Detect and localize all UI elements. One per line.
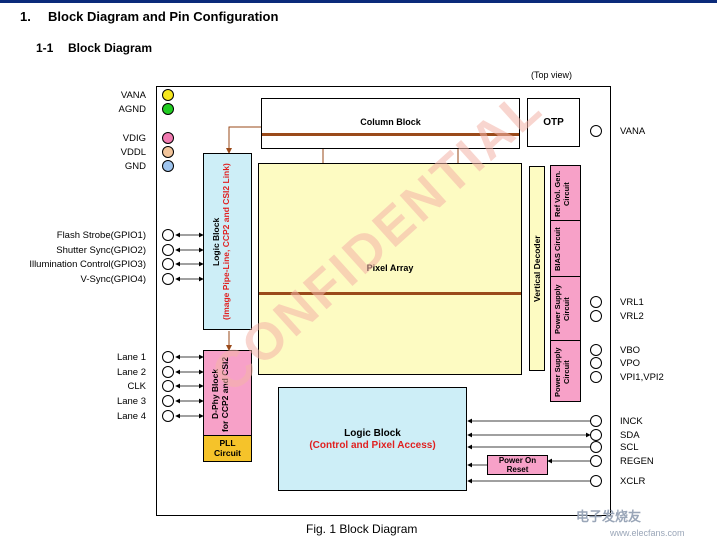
section-title: Block Diagram and Pin Configuration <box>48 9 279 24</box>
subsection-title: Block Diagram <box>68 41 153 55</box>
figure-caption: Fig. 1 Block Diagram <box>306 522 418 536</box>
vertical-decoder-label: Vertical Decoder <box>532 235 542 302</box>
pin-label-agnd: AGND <box>118 104 146 115</box>
pin-label-vpi: VPI1,VPI2 <box>620 372 664 383</box>
power-on-reset-title: Power On <box>498 456 537 465</box>
pin-gpio4 <box>162 273 174 285</box>
pin-vddl <box>162 146 174 158</box>
pin-clk <box>162 380 174 392</box>
pin-lane1 <box>162 351 174 363</box>
pin-gnd <box>162 160 174 172</box>
logic-block-left-subtitle: (Image Pipe-Line, CCP2 and CSI2 Link) <box>221 163 231 320</box>
logic-block-left-label: Logic Block (Image Pipe-Line, CCP2 and C… <box>211 158 243 325</box>
pin-label-inck: INCK <box>620 416 643 427</box>
top-view-label: (Top view) <box>531 70 573 80</box>
power-supply-block-2: Power Supply Circuit <box>550 340 581 402</box>
pin-vpi <box>590 371 602 383</box>
bias-circuit-label: BIAS Circuit <box>553 227 562 272</box>
logic-block-left: Logic Block (Image Pipe-Line, CCP2 and C… <box>203 153 252 330</box>
pin-label-lane4: Lane 4 <box>116 411 146 422</box>
pin-label-gnd: GND <box>124 161 146 172</box>
pin-label-clk: CLK <box>127 381 146 392</box>
pin-lane3 <box>162 395 174 407</box>
pin-inck <box>590 415 602 427</box>
pll-subtitle: Circuit <box>214 448 241 458</box>
power-on-reset-label: Power On Reset <box>488 456 547 474</box>
site-watermark-logo: 电子发烧友 <box>576 509 642 524</box>
column-block-label: Column Block <box>360 117 421 127</box>
subsection-number: 1-1 <box>36 41 54 55</box>
pin-label-lane1: Lane 1 <box>116 352 146 363</box>
pin-regen <box>590 455 602 467</box>
pin-label-lane2: Lane 2 <box>116 367 146 378</box>
pin-label-vbo: VBO <box>620 345 641 356</box>
pin-vbo <box>590 344 602 356</box>
logic-block-bottom-subtitle: (Control and Pixel Access) <box>309 440 436 451</box>
logic-block-bottom-title: Logic Block <box>344 428 401 439</box>
logic-block-bottom-label: Logic Block (Control and Pixel Access) <box>279 428 466 452</box>
pin-label-scl: SCL <box>620 442 639 453</box>
pin-label-gpio4: V-Sync(GPIO4) <box>80 274 146 285</box>
pin-vpo <box>590 357 602 369</box>
section-heading: 1. Block Diagram and Pin Configuration <box>20 9 278 24</box>
pin-label-regen: REGEN <box>620 456 654 467</box>
pin-label-vpo: VPO <box>620 358 641 369</box>
power-on-reset-block: Power On Reset <box>487 455 548 475</box>
pin-label-vrl2: VRL2 <box>620 311 644 322</box>
pixel-array-label: Pixel Array <box>366 263 414 273</box>
pin-vana-left <box>162 89 174 101</box>
pin-label-gpio3: Illumination Control(GPIO3) <box>29 259 146 270</box>
column-to-logic-arrow <box>226 126 262 154</box>
subsection-heading: 1-1 Block Diagram <box>36 41 152 55</box>
column-block: Column Block <box>261 98 520 149</box>
logic-block-left-title: Logic Block <box>211 217 221 266</box>
ref-vol-gen-label: Ref Vol. Gen. Circuit <box>553 170 571 218</box>
power-supply-label-2: Power Supply Circuit <box>553 347 571 397</box>
logic-block-bottom: Logic Block (Control and Pixel Access) <box>278 387 467 491</box>
pin-sda <box>590 429 602 441</box>
column-bus <box>262 133 519 136</box>
pin-label-vrl1: VRL1 <box>620 297 644 308</box>
power-supply-block-1: Power Supply Circuit <box>550 276 581 341</box>
pin-vrl2 <box>590 310 602 322</box>
pin-gpio3 <box>162 258 174 270</box>
power-supply-label-1: Power Supply Circuit <box>553 284 571 335</box>
site-watermark-url: www.elecfans.com <box>610 528 685 538</box>
pin-lane4 <box>162 410 174 422</box>
pin-label-vdig: VDIG <box>122 133 146 144</box>
pin-xclr <box>590 475 602 487</box>
bias-circuit-block: BIAS Circuit <box>550 220 581 277</box>
pin-agnd <box>162 103 174 115</box>
otp-label: OTP <box>543 117 564 128</box>
pixel-bus <box>259 292 521 295</box>
ref-vol-gen-block: Ref Vol. Gen. Circuit <box>550 165 581 221</box>
pll-label: PLL Circuit <box>204 438 251 458</box>
header-rule <box>0 0 717 3</box>
power-on-reset-subtitle: Reset <box>506 465 529 474</box>
otp-block: OTP <box>527 98 580 147</box>
pll-block: PLL Circuit <box>203 435 252 462</box>
pin-label-gpio1: Flash Strobe(GPIO1) <box>56 230 146 241</box>
pin-scl <box>590 441 602 453</box>
pin-gpio2 <box>162 244 174 256</box>
pll-title: PLL <box>219 438 236 448</box>
pin-label-vddl: VDDL <box>120 147 146 158</box>
dphy-block: D-Phy Block for CCP2 and CSI2 <box>203 350 252 436</box>
pin-gpio1 <box>162 229 174 241</box>
vertical-decoder: Vertical Decoder <box>529 166 545 371</box>
pin-vdig <box>162 132 174 144</box>
pin-label-sda: SDA <box>620 430 640 441</box>
pin-vana-right <box>590 125 602 137</box>
pin-label-vana-left: VANA <box>120 90 146 101</box>
pin-label-gpio2: Shutter Sync(GPIO2) <box>56 245 146 256</box>
pin-label-lane3: Lane 3 <box>116 396 146 407</box>
pin-label-vana-right: VANA <box>620 126 646 137</box>
pin-label-xclr: XCLR <box>620 476 646 487</box>
pixel-array: Pixel Array <box>258 163 522 375</box>
pin-vrl1 <box>590 296 602 308</box>
section-number: 1. <box>20 9 31 24</box>
pin-lane2 <box>162 366 174 378</box>
